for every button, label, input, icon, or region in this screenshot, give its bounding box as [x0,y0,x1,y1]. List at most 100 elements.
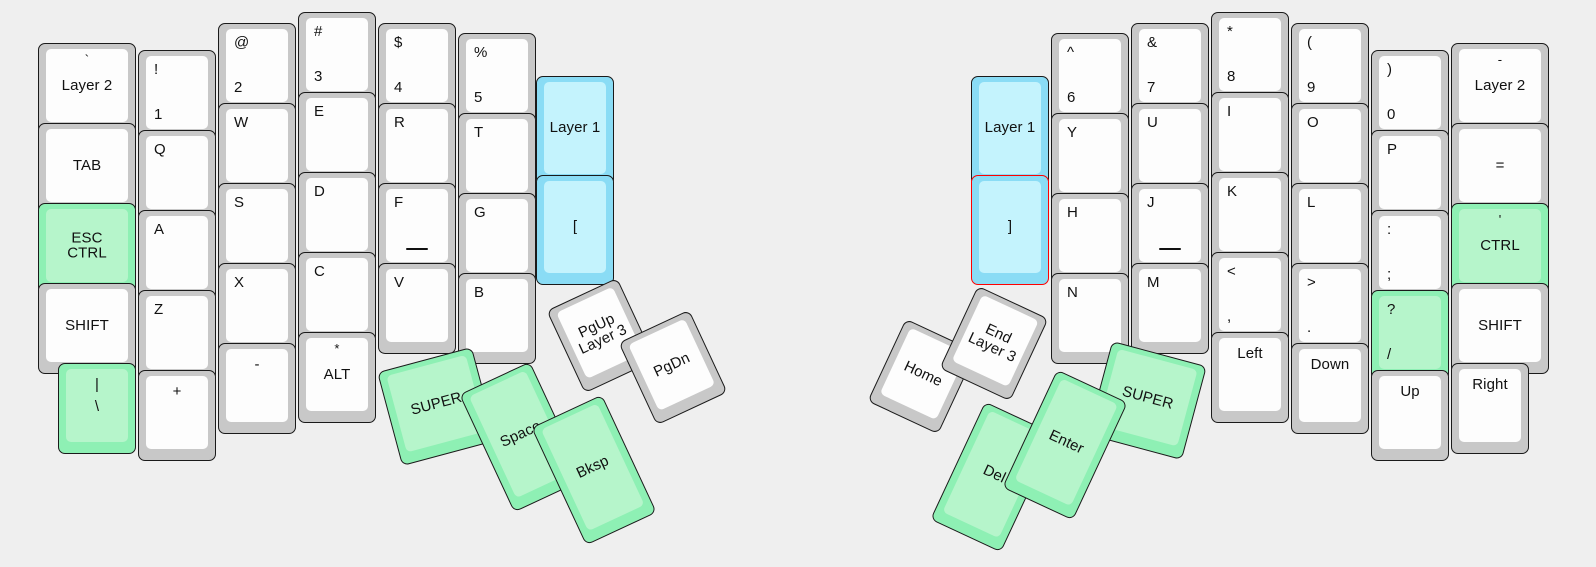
key-l-c1-r1[interactable]: `Layer 2 [38,43,136,134]
key-l-c1-r4[interactable]: SHIFT [38,283,136,374]
key-l-c5-r1[interactable]: $4 [378,23,456,114]
key-face: E [306,98,368,171]
key-l-c6-r1[interactable]: %5 [458,33,536,124]
key-l-c1-r5[interactable]: |\ [58,363,136,454]
key-face: 'CTRL [1459,209,1541,282]
key-face: `Layer 2 [46,49,128,122]
key-legend-main: B [474,284,485,301]
key-l-c4-r3[interactable]: D [298,172,376,263]
key-face: >. [1299,269,1361,342]
key-legend-main: A [154,221,165,238]
key-l-c4-r4[interactable]: C [298,252,376,343]
key-r-c5-r2[interactable]: U [1131,103,1209,194]
key-l-c2-r4[interactable]: Z [138,290,216,381]
key-face: Down [1299,349,1361,422]
key-face: Z [146,296,208,369]
key-l-c4-r1[interactable]: #3 [298,12,376,103]
key-r-c4-r2[interactable]: I [1211,92,1289,183]
key-face: W [226,109,288,182]
key-legend-main: ALT [323,365,351,383]
key-r-c2-r5[interactable]: Up [1371,370,1449,461]
key-r-c1-r1[interactable]: -Layer 2 [1451,43,1549,134]
key-face: ] [979,181,1041,273]
key-legend-top: # [314,23,323,40]
key-legend-main: 3 [314,68,323,86]
key-l-c1-r2[interactable]: TAB [38,123,136,214]
key-legend-main: PgDn [650,348,693,381]
key-r-c2-r2[interactable]: P [1371,130,1449,221]
key-l-c2-r2[interactable]: Q [138,130,216,221]
key-legend-main: J [1147,194,1155,211]
key-r-c1-r5[interactable]: Right [1451,363,1529,454]
key-legend-top: ! [154,61,159,78]
key-l-c5-r4[interactable]: V [378,263,456,354]
key-face: Layer 1 [979,82,1041,174]
key-l-c3-r4[interactable]: X [218,263,296,354]
key-legend-main: , [1227,308,1232,326]
key-r-c1-r4[interactable]: SHIFT [1451,283,1549,374]
key-legend-main: M [1147,274,1160,291]
key-l-c3-r3[interactable]: S [218,183,296,274]
key-r-c6-r2[interactable]: Y [1051,113,1129,204]
key-l-c3-r2[interactable]: W [218,103,296,194]
key-l-c6-r2[interactable]: T [458,113,536,204]
key-r-c1-r3[interactable]: 'CTRL [1451,203,1549,294]
key-r-c6-r3[interactable]: H [1051,193,1129,284]
key-r-c3-r1[interactable]: (9 [1291,23,1369,114]
key-l-c3-r5[interactable]: - [218,343,296,434]
key-r-c3-r5[interactable]: Down [1291,343,1369,434]
key-r-c5-r3[interactable]: J [1131,183,1209,274]
key-face: P [1379,136,1441,209]
key-face: F [386,189,448,262]
key-face: Bksp [540,403,645,532]
key-r-c2-r3[interactable]: :; [1371,210,1449,301]
key-r-c4-r3[interactable]: K [1211,172,1289,263]
key-l-c2-r3[interactable]: A [138,210,216,301]
key-legend-top: @ [234,34,250,51]
key-face: ^6 [1059,39,1121,112]
key-legend-main: \ [94,398,100,415]
homing-bar-icon [1159,248,1181,250]
key-r-c2-r4[interactable]: ?/ [1371,290,1449,381]
key-l-c5-r2[interactable]: R [378,103,456,194]
key-r-c5-r1[interactable]: &7 [1131,23,1209,114]
key-legend-main: C [314,263,325,280]
key-l-c3-r1[interactable]: @2 [218,23,296,114]
key-l-c5-r3[interactable]: F [378,183,456,274]
key-l-c6-r3[interactable]: G [458,193,536,284]
key-r-c1-r2[interactable]: = [1451,123,1549,214]
key-r-c3-r2[interactable]: O [1291,103,1369,194]
key-face: J [1139,189,1201,262]
homing-bar-icon [406,248,428,250]
key-l-c1-r3[interactable]: ESC CTRL [38,203,136,294]
key-l-c4-r5[interactable]: * ALT [298,332,376,423]
key-l-c7-r1[interactable]: Layer 1 [536,76,614,186]
key-r-c4-r4[interactable]: <, [1211,252,1289,343]
key-legend-main: Left [1237,345,1263,362]
key-r-c7-r1[interactable]: Layer 1 [971,76,1049,186]
key-r-c3-r3[interactable]: L [1291,183,1369,274]
key-face: Enter [1014,378,1119,507]
key-r-c3-r4[interactable]: >. [1291,263,1369,354]
key-l-c2-r5[interactable]: + [138,370,216,461]
key-face: $4 [386,29,448,102]
key-l-c2-r1[interactable]: !1 [138,50,216,141]
key-legend-main: G [474,204,486,221]
key-l-c7-r2[interactable]: [ [536,175,614,285]
key-r-c4-r5[interactable]: Left [1211,332,1289,423]
key-face: = [1459,129,1541,202]
key-legend-main: E [314,103,325,120]
key-l-c4-r2[interactable]: E [298,92,376,183]
key-face: O [1299,109,1361,182]
key-r-c5-r4[interactable]: M [1131,263,1209,354]
key-r-c2-r1[interactable]: )0 [1371,50,1449,141]
key-r-c4-r1[interactable]: *8 [1211,12,1289,103]
key-face: A [146,216,208,289]
key-legend-top: * [334,341,340,356]
key-r-c6-r1[interactable]: ^6 [1051,33,1129,124]
key-legend-main: Y [1067,124,1078,141]
key-r-c7-r2[interactable]: ] [971,175,1049,285]
key-face: SHIFT [46,289,128,362]
key-face: * ALT [306,338,368,411]
key-face: K [1219,178,1281,251]
